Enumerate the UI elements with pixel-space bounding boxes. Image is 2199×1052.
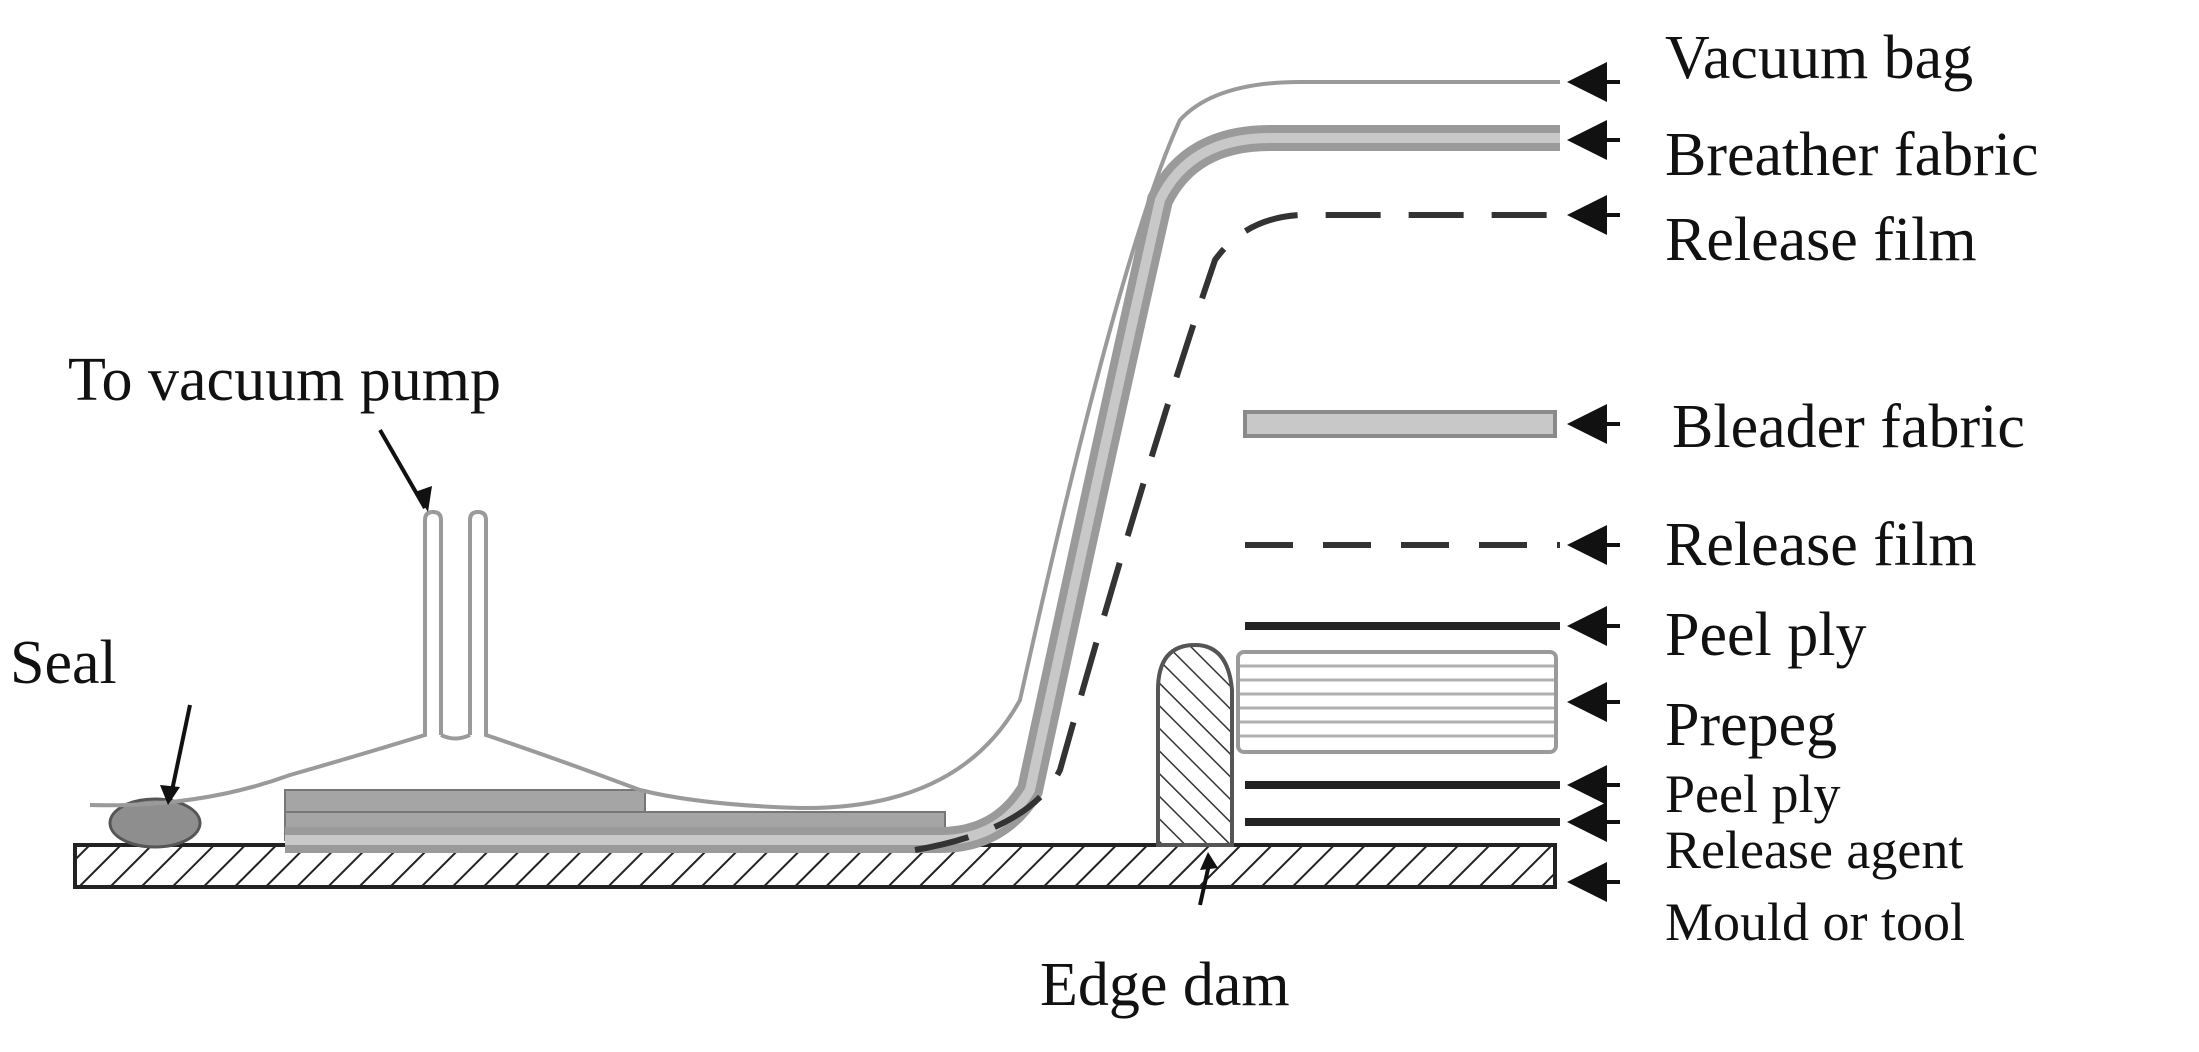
release-film-top-line — [914, 212, 1560, 853]
label-seal: Seal — [10, 629, 117, 697]
pointer-seal — [168, 704, 192, 801]
label-breather-fabric: Breather fabric — [1665, 121, 2038, 189]
right-arrows — [1567, 62, 1620, 902]
label-edge-dam: Edge dam — [1040, 951, 1290, 1019]
label-release-agent: Release agent — [1665, 820, 1963, 880]
seal — [108, 797, 202, 849]
label-peel-ply-bottom: Peel ply — [1665, 764, 1840, 824]
label-prepeg: Prepeg — [1665, 691, 1837, 759]
pointers — [160, 429, 1218, 906]
label-vacuum-bag: Vacuum bag — [1665, 24, 1973, 92]
bleeder-fabric-band — [1243, 410, 1557, 438]
label-bleader-fabric: Bleader fabric — [1672, 393, 2025, 461]
vacuum-bag-line — [89, 80, 1560, 811]
vacuum-bag-line-inner — [440, 733, 471, 741]
prepreg-stack — [1236, 650, 1558, 754]
label-release-film-top: Release film — [1665, 206, 1977, 274]
label-mould-or-tool: Mould or tool — [1665, 892, 1965, 952]
label-to-vacuum-pump: To vacuum pump — [68, 346, 501, 414]
breather-fabric-band-core — [285, 133, 1560, 845]
edge-dam — [1156, 642, 1234, 847]
valve-breather-upper — [284, 789, 646, 813]
label-release-film-mid: Release film — [1665, 511, 1977, 579]
label-peel-ply-top: Peel ply — [1665, 601, 1866, 669]
